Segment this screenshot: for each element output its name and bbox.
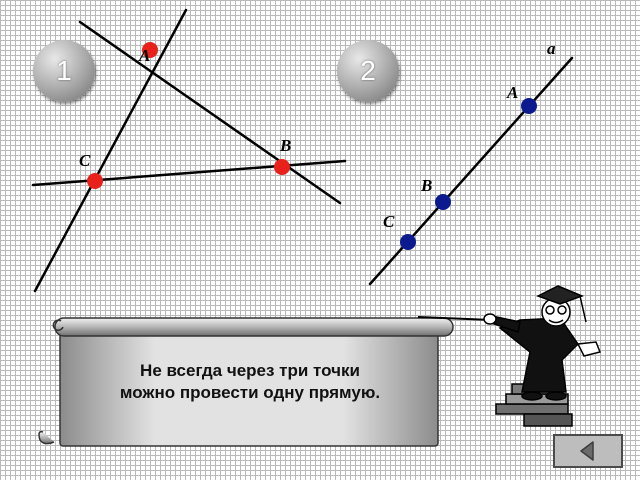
figure-2-line-label: a (547, 39, 556, 58)
figure-1-label-b: B (280, 136, 292, 155)
line-through-a-b (78, 20, 342, 205)
figure-2-point-b (435, 194, 451, 210)
line-through-a-c (33, 8, 188, 293)
figure-2-number-badge: 2 (337, 40, 399, 102)
scroll-banner (38, 317, 454, 447)
figure-1-label-c: C (79, 151, 91, 170)
professor-illustration (417, 285, 602, 427)
figure-1-label-a: A (139, 46, 151, 65)
figure-1-point-c (87, 173, 103, 189)
figure-2-label-c: C (383, 212, 395, 231)
figure-1-lines (31, 8, 347, 293)
line-through-c-b (31, 159, 347, 187)
figure-2-label-b: B (421, 176, 433, 195)
line-a (368, 56, 574, 286)
figure-1-number-badge: 1 (33, 40, 95, 102)
scroll-caption: Не всегда через три точки можно провести… (70, 360, 430, 404)
figure-2-point-a (521, 98, 537, 114)
caption-line-2: можно провести одну прямую. (119, 383, 381, 402)
caption-line-1: Не всегда через три точки (140, 361, 360, 380)
figure-1-point-a (142, 42, 158, 58)
figure-1-point-b (274, 159, 290, 175)
back-arrow-icon (580, 441, 594, 461)
back-button[interactable] (553, 434, 623, 468)
figure-2-point-c (400, 234, 416, 250)
figure-2-lines (368, 56, 574, 286)
figure-2-label-a: A (507, 83, 519, 102)
